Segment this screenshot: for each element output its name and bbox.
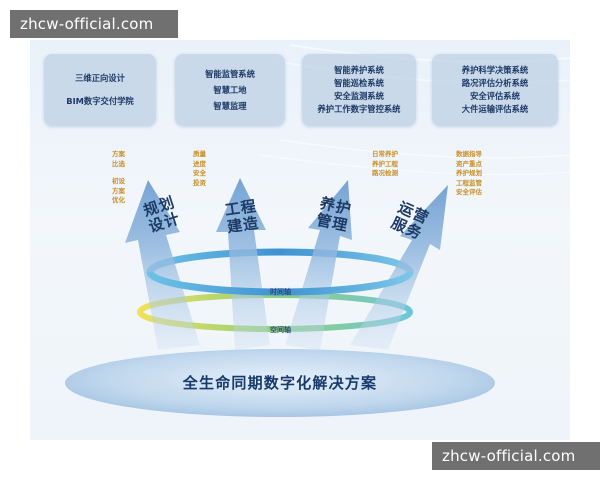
- tags-planning: 方案 比选 初设 方案 优化: [112, 150, 125, 206]
- diagram-graphics: [65, 44, 570, 417]
- tag-item: 资产重点: [456, 159, 482, 168]
- tag-item: 初设: [112, 177, 125, 185]
- tag-item: 路况检测: [372, 169, 398, 177]
- arrow-operation: [350, 185, 448, 350]
- tag-item: 优化: [112, 196, 125, 204]
- card-line: 智能监管系统: [205, 68, 255, 79]
- card-line: 安全评估系统: [470, 91, 520, 101]
- space-axis-label: 空间轴: [270, 326, 291, 334]
- watermark-bottom: zhcw-official.com: [432, 442, 600, 470]
- tag-item: 投资: [193, 178, 206, 187]
- arrow-label-construction: 工程 建造: [224, 197, 261, 236]
- tag-item: 质量: [193, 150, 206, 158]
- arrow-maintenance: [285, 180, 352, 350]
- time-axis-ring-back: [146, 248, 414, 273]
- tag-item: 养护工程: [372, 159, 398, 168]
- card-line: 智慧监理: [213, 100, 247, 111]
- tag-item: 进度: [193, 159, 206, 168]
- card-line: 养护工作数字管控系统: [317, 104, 401, 114]
- tag-item: 方案: [112, 186, 125, 195]
- card-line: 大件运输评估系统: [461, 104, 529, 114]
- tags-operation: 数据指导 资产重点 养护规划 工程监管 安全评估: [456, 150, 482, 198]
- tag-item: 安全评估: [456, 188, 482, 196]
- tags-construction: 质量 进度 安全 投资: [193, 150, 206, 188]
- card-line: BIM数字交付学院: [66, 96, 134, 106]
- tag-item: 方案: [112, 150, 125, 158]
- card-line: 智慧工地: [213, 84, 247, 95]
- tag-item: 日常养护: [372, 150, 398, 158]
- card-line: 养护科学决策系统: [461, 65, 529, 75]
- time-axis-ring-front: [146, 271, 414, 296]
- card-line: 路况评估分析系统: [461, 78, 529, 88]
- tag-item: 工程监管: [456, 178, 482, 187]
- time-axis-label: 时间轴: [270, 288, 291, 296]
- card-line: 智能巡检系统: [334, 78, 384, 88]
- card-construction-systems: 智能监管系统 智慧工地 智慧监理: [175, 54, 285, 126]
- tag-item: 安全: [193, 169, 206, 177]
- watermark-top: zhcw-official.com: [10, 10, 178, 38]
- solution-title: 全生命同期数字化解决方案: [182, 374, 378, 392]
- tags-maintenance: 日常养护 养护工程 路况检测: [372, 150, 398, 179]
- base-ellipse: [65, 349, 495, 417]
- card-line: 三维正向设计: [75, 73, 125, 83]
- arrow-construction: [216, 178, 270, 350]
- card-operation-systems: 养护科学决策系统 路况评估分析系统 安全评估系统 大件运输评估系统: [432, 54, 558, 126]
- tag-item: 养护规划: [456, 169, 482, 177]
- card-line: 智能养护系统: [334, 65, 384, 75]
- card-design-systems: 三维正向设计 BIM数字交付学院: [44, 54, 156, 126]
- diagram-panel: 三维正向设计 BIM数字交付学院 智能监管系统 智慧工地 智慧监理 智能养护系统…: [30, 40, 570, 440]
- tag-item: 比选: [112, 159, 125, 168]
- card-line: 安全监测系统: [334, 91, 384, 101]
- arrow-planning: [125, 180, 200, 350]
- tag-item: 数据指导: [456, 150, 482, 158]
- card-maintenance-systems: 智能养护系统 智能巡检系统 安全监测系统 养护工作数字管控系统: [302, 54, 416, 126]
- tag-gap: [112, 169, 125, 177]
